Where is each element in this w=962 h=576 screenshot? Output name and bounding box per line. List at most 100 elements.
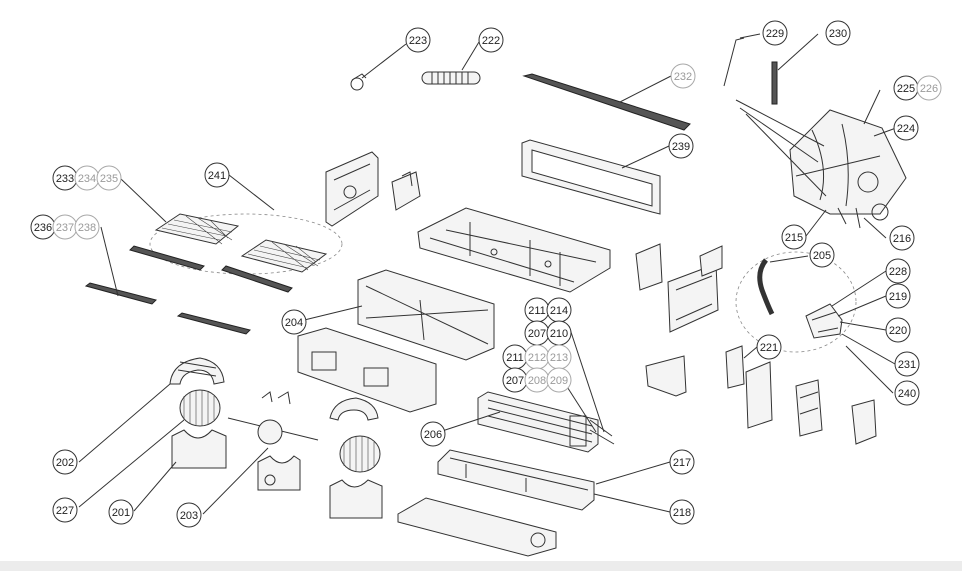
part-side-panel-right (635, 243, 723, 333)
part-side-bracket-left (325, 151, 379, 227)
bottom-bar (0, 561, 962, 571)
svg-text:214: 214 (550, 305, 568, 317)
part-227-blower-wheel (179, 389, 221, 427)
svg-text:229: 229 (766, 28, 784, 40)
svg-text:201: 201 (112, 507, 130, 519)
callout-234: 234 (74, 165, 100, 191)
svg-text:239: 239 (672, 141, 690, 153)
callout-237: 237 (52, 214, 78, 240)
svg-text:206: 206 (424, 429, 442, 441)
svg-text:210: 210 (550, 328, 568, 340)
callout-224: 224 (893, 115, 919, 141)
svg-text:212: 212 (528, 352, 546, 364)
callout-238: 238 (74, 214, 100, 240)
svg-text:220: 220 (889, 325, 907, 337)
svg-text:232: 232 (674, 71, 692, 83)
part-203-motor (227, 391, 319, 491)
callout-223: 223 (405, 27, 431, 53)
svg-text:235: 235 (100, 173, 118, 185)
part-chassis-base (417, 207, 611, 293)
part-240-group (735, 251, 857, 353)
callout-240: 240 (894, 380, 920, 406)
svg-text:209: 209 (550, 375, 568, 387)
callout-217: 217 (669, 449, 695, 475)
callout-205: 205 (809, 242, 835, 268)
part-236-rods (84, 282, 251, 335)
callout-219: 219 (885, 283, 911, 309)
svg-text:215: 215 (785, 232, 803, 244)
svg-text:225: 225 (897, 83, 915, 95)
callout-230: 230 (825, 20, 851, 46)
svg-text:241: 241 (208, 170, 226, 182)
svg-text:228: 228 (889, 266, 907, 278)
svg-text:211: 211 (506, 352, 524, 364)
callout-227: 227 (52, 497, 78, 523)
svg-text:238: 238 (78, 222, 96, 234)
svg-text:240: 240 (898, 388, 916, 400)
svg-text:208: 208 (528, 375, 546, 387)
svg-text:213: 213 (550, 352, 568, 364)
callout-229: 229 (762, 20, 788, 46)
callout-209: 209 (546, 367, 572, 393)
svg-text:211: 211 (528, 305, 546, 317)
svg-text:223: 223 (409, 35, 427, 47)
svg-text:202: 202 (56, 457, 74, 469)
callout-235: 235 (96, 165, 122, 191)
svg-text:233: 233 (56, 173, 74, 185)
callout-207a: 207 (524, 320, 550, 346)
callout-232: 232 (670, 63, 696, 89)
callout-221: 221 (756, 334, 782, 360)
part-239-frame (521, 139, 661, 215)
callout-220: 220 (885, 317, 911, 343)
svg-text:217: 217 (673, 457, 691, 469)
callout-214: 214 (546, 297, 572, 323)
svg-text:207: 207 (506, 375, 524, 387)
callout-203: 203 (176, 502, 202, 528)
svg-text:218: 218 (673, 507, 691, 519)
svg-text:204: 204 (285, 317, 303, 329)
callout-211b: 211 (502, 344, 528, 370)
svg-text:205: 205 (813, 250, 831, 262)
callout-215: 215 (781, 224, 807, 250)
svg-text:203: 203 (180, 510, 198, 522)
svg-text:224: 224 (897, 123, 915, 135)
callout-241: 241 (204, 162, 230, 188)
callout-212: 212 (524, 344, 550, 370)
part-206-coil (477, 391, 615, 453)
part-small-bracket (391, 171, 421, 211)
callouts: 223 222 232 239 241 233 234 235 236 237 … (30, 20, 942, 528)
callout-225: 225 (893, 75, 919, 101)
svg-text:207: 207 (528, 328, 546, 340)
part-202-blower-housing (169, 357, 225, 385)
svg-text:234: 234 (78, 173, 96, 185)
parts-artwork (84, 37, 907, 557)
callout-211a: 211 (524, 297, 550, 323)
svg-text:236: 236 (34, 222, 52, 234)
callout-236: 236 (30, 214, 56, 240)
part-232-strip (522, 73, 691, 131)
callout-213: 213 (546, 344, 572, 370)
part-blower-right (329, 397, 383, 519)
leader-lines (78, 33, 897, 515)
part-201-bracket (171, 429, 227, 469)
part-valve-assembly (723, 37, 907, 229)
callout-218: 218 (669, 499, 695, 525)
part-base-plate (397, 497, 557, 557)
svg-text:230: 230 (829, 28, 847, 40)
svg-text:222: 222 (482, 35, 500, 47)
callout-204: 204 (281, 309, 307, 335)
callout-239: 239 (668, 133, 694, 159)
part-221-bracket (645, 345, 877, 445)
callout-222: 222 (478, 27, 504, 53)
callout-233: 233 (52, 165, 78, 191)
svg-text:221: 221 (760, 342, 778, 354)
svg-text:219: 219 (889, 291, 907, 303)
svg-text:216: 216 (893, 233, 911, 245)
callout-207b: 207 (502, 367, 528, 393)
callout-201: 201 (108, 499, 134, 525)
part-223-clip (350, 73, 367, 91)
callout-231: 231 (894, 351, 920, 377)
callout-206: 206 (420, 421, 446, 447)
